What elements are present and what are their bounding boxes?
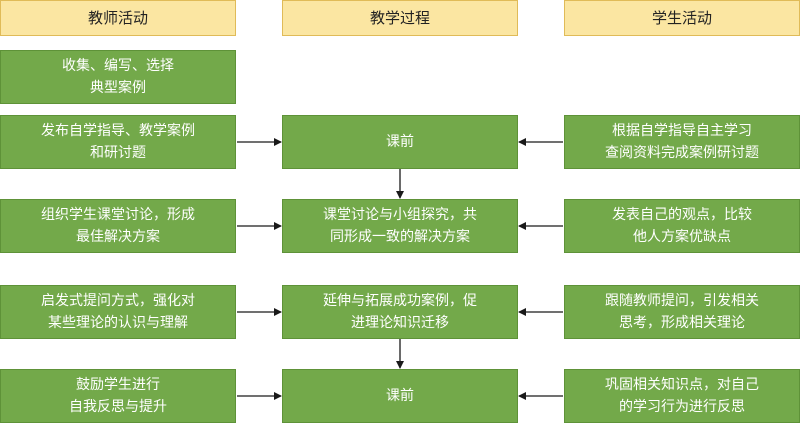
teacher-activity-2: 发布自学指导、教学案例和研讨题	[0, 115, 236, 169]
student-activity-4: 巩固相关知识点，对自己的学习行为进行反思	[564, 369, 800, 423]
teacher-activity-3: 组织学生课堂讨论，形成最佳解决方案	[0, 199, 236, 253]
header-teacher-activity: 教师活动	[0, 0, 236, 36]
teacher-activity-5-text: 鼓励学生进行自我反思与提升	[69, 377, 167, 415]
process-step-2-text: 课堂讨论与小组探究，共同形成一致的解决方案	[323, 207, 477, 245]
process-step-1: 课前	[282, 115, 518, 169]
teacher-activity-4-text: 启发式提问方式，强化对某些理论的认识与理解	[41, 293, 195, 331]
teacher-activity-3-text: 组织学生课堂讨论，形成最佳解决方案	[41, 207, 195, 245]
student-activity-1: 根据自学指导自主学习查阅资料完成案例研讨题	[564, 115, 800, 169]
student-activity-3: 跟随教师提问，引发相关思考，形成相关理论	[564, 285, 800, 339]
student-activity-4-text: 巩固相关知识点，对自己的学习行为进行反思	[605, 377, 759, 415]
process-step-3-text: 延伸与拓展成功案例，促进理论知识迁移	[323, 293, 477, 331]
process-step-4-text: 课前	[386, 388, 414, 404]
teacher-activity-2-text: 发布自学指导、教学案例和研讨题	[41, 123, 195, 161]
teacher-activity-4: 启发式提问方式，强化对某些理论的认识与理解	[0, 285, 236, 339]
process-step-2: 课堂讨论与小组探究，共同形成一致的解决方案	[282, 199, 518, 253]
process-step-1-text: 课前	[386, 134, 414, 150]
header-student-activity: 学生活动	[564, 0, 800, 36]
process-step-3: 延伸与拓展成功案例，促进理论知识迁移	[282, 285, 518, 339]
student-activity-3-text: 跟随教师提问，引发相关思考，形成相关理论	[605, 293, 759, 331]
student-activity-1-text: 根据自学指导自主学习查阅资料完成案例研讨题	[605, 123, 759, 161]
teacher-activity-5: 鼓励学生进行自我反思与提升	[0, 369, 236, 423]
teacher-activity-1-text: 收集、编写、选择典型案例	[62, 58, 174, 96]
teacher-activity-1: 收集、编写、选择典型案例	[0, 50, 236, 104]
process-step-4: 课前	[282, 369, 518, 423]
student-activity-2-text: 发表自己的观点，比较他人方案优缺点	[612, 207, 752, 245]
header-teaching-process: 教学过程	[282, 0, 518, 36]
